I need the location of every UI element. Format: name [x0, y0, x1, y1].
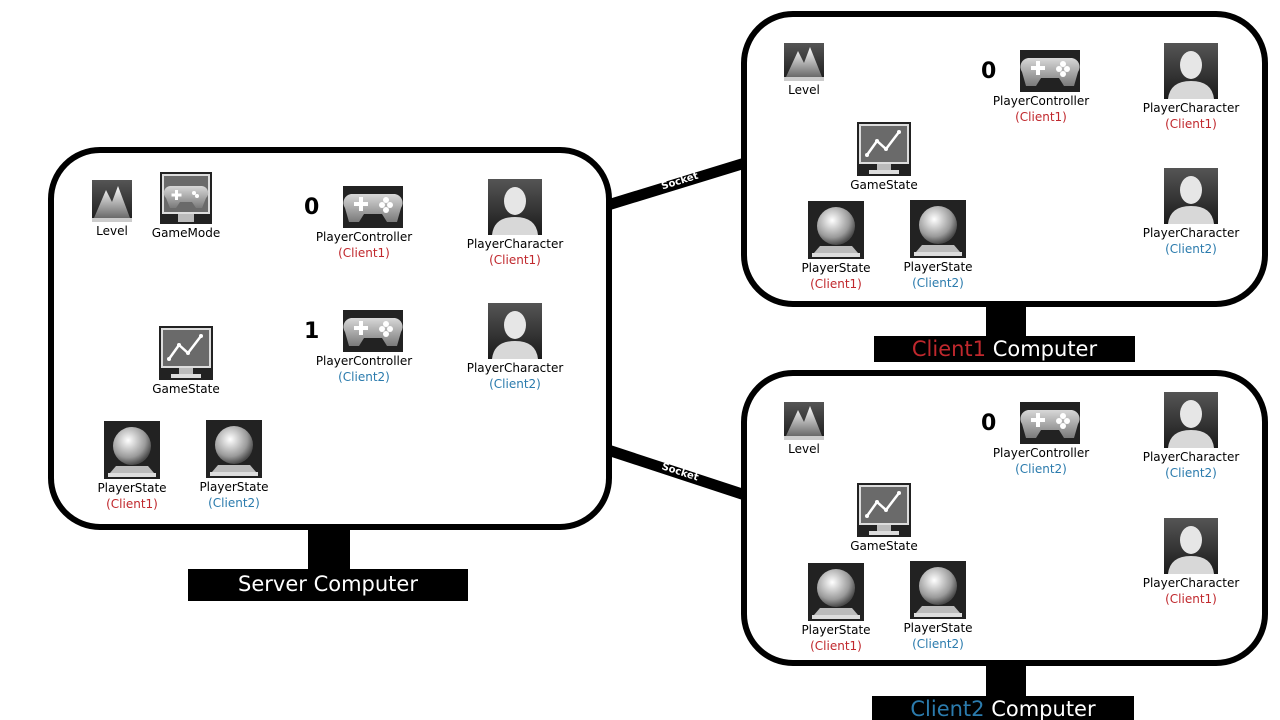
server-playercharacter-client2: PlayerCharacter (Client2) [455, 303, 575, 392]
server-stand [308, 528, 350, 570]
server-playerstate-client2: PlayerState (Client2) [174, 420, 294, 511]
client2-gamestate: GameState [824, 483, 944, 554]
server-playerstate-client1: PlayerState (Client1) [72, 421, 192, 512]
level-icon [92, 180, 132, 222]
character-icon [1164, 518, 1218, 574]
controller-index: 0 [981, 410, 997, 436]
client1-level: Level [744, 43, 864, 98]
gamestate-monitor-icon [159, 326, 213, 380]
server-gamemode: GameMode [126, 172, 246, 241]
client2-playercontroller-0: 0 PlayerController (Client2) [981, 402, 1101, 477]
level-icon [784, 43, 824, 81]
client1-playercontroller-0: 0 PlayerController (Client1) [981, 50, 1101, 125]
gamepad-icon [1019, 402, 1080, 444]
playerstate-sphere-icon [808, 201, 864, 259]
playerstate-sphere-icon [910, 561, 966, 619]
server-computer-label: Server Computer [188, 569, 468, 601]
client1-playerstate-client1: PlayerState (Client1) [776, 201, 896, 292]
controller-index: 0 [981, 58, 997, 84]
socket-link-client1 [606, 157, 747, 211]
client1-gamestate: GameState [824, 122, 944, 193]
character-icon [488, 179, 542, 235]
client1-stand [986, 304, 1026, 338]
playerstate-sphere-icon [808, 563, 864, 621]
playerstate-sphere-icon [104, 421, 160, 479]
level-icon [784, 402, 824, 440]
server-playercharacter-client1: PlayerCharacter (Client1) [455, 179, 575, 268]
socket-link-client2 [606, 444, 747, 501]
gamepad-icon [342, 186, 403, 228]
server-level: Level [52, 180, 172, 239]
controller-index: 1 [304, 318, 320, 344]
gamestate-monitor-icon [857, 122, 911, 176]
character-icon [1164, 43, 1218, 99]
gamepad-icon [342, 310, 403, 352]
client1-playercharacter-client1: PlayerCharacter (Client1) [1131, 43, 1251, 132]
client1-computer-label: Client1 Computer [874, 336, 1135, 362]
client1-playercharacter-client2: PlayerCharacter (Client2) [1131, 168, 1251, 257]
character-icon [1164, 168, 1218, 224]
controller-index: 0 [304, 194, 320, 220]
server-gamestate: GameState [126, 326, 246, 397]
client2-playerstate-client2: PlayerState (Client2) [878, 561, 998, 652]
gamemode-monitor-icon [160, 172, 212, 224]
server-playercontroller-0: 0 PlayerController (Client1) [304, 186, 424, 261]
client2-playercharacter-client2: PlayerCharacter (Client2) [1131, 392, 1251, 481]
client2-playercharacter-client1: PlayerCharacter (Client1) [1131, 518, 1251, 607]
client2-stand [986, 663, 1026, 697]
client2-computer-label: Client2 Computer [872, 696, 1134, 720]
gamestate-monitor-icon [857, 483, 911, 537]
client2-playerstate-client1: PlayerState (Client1) [776, 563, 896, 654]
server-playercontroller-1: 1 PlayerController (Client2) [304, 310, 424, 385]
client1-playerstate-client2: PlayerState (Client2) [878, 200, 998, 291]
playerstate-sphere-icon [206, 420, 262, 478]
playerstate-sphere-icon [910, 200, 966, 258]
character-icon [1164, 392, 1218, 448]
gamepad-icon [1019, 50, 1080, 92]
character-icon [488, 303, 542, 359]
client2-level: Level [744, 402, 864, 457]
